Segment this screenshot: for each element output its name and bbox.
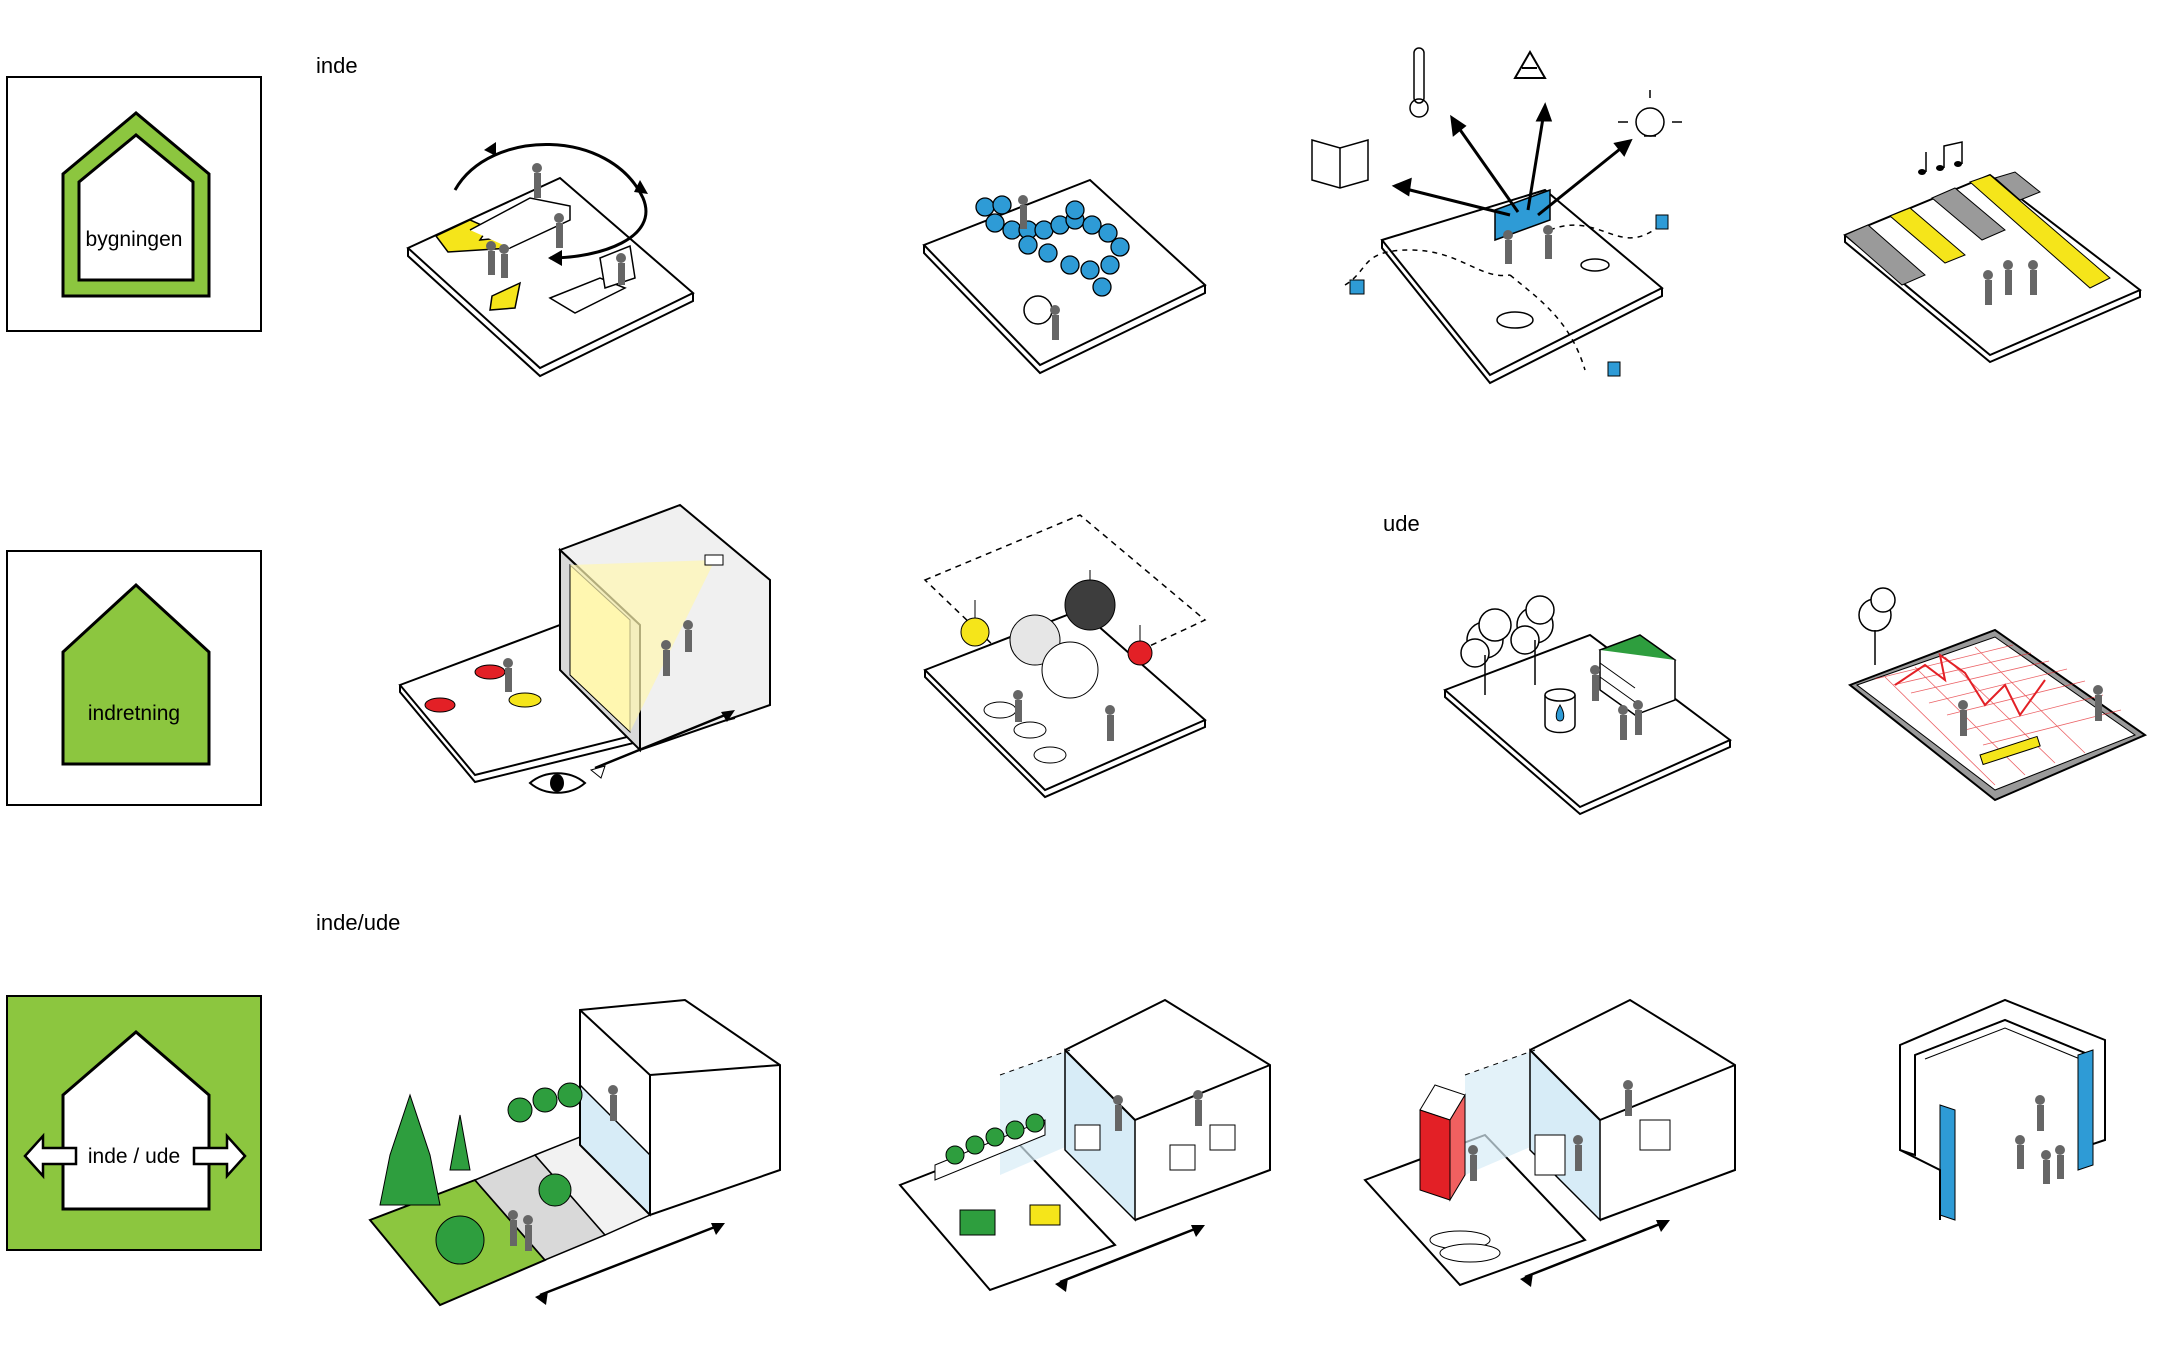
eye-icon [530,773,585,793]
tree-icon [380,1083,582,1264]
house-filled-icon [61,582,211,766]
diagram-enclosure [1895,995,2135,1230]
rotate-arrow-icon [455,144,646,258]
diagram-forest-to-room [360,995,790,1325]
person-icon [1958,685,2103,736]
section-label-inde-ude: inde/ude [316,910,401,935]
legend-inde-ude: inde / ude [6,995,262,1251]
diagram-grid-floor [1845,585,2155,815]
legend-indretning: indretning [6,550,262,806]
diagram-music-floor [1840,130,2160,370]
house-arrows-icon [23,1030,247,1211]
person-icon [1018,195,1060,340]
tree-icon [1859,588,1895,665]
music-notes-icon [1918,142,1962,175]
legend-label: bygningen [85,228,183,251]
house-outline-icon [61,111,211,298]
person-icon [1113,1090,1203,1131]
recycle-icon [1515,52,1545,78]
tree-icon [1461,596,1554,695]
person-icon [1013,690,1115,741]
person-icon [1983,260,2038,305]
person-icon [503,620,693,692]
diagram-sensor-hub [1300,40,1700,390]
legend-bygningen: bygningen [6,76,262,332]
legend-label: indretning [87,702,181,725]
diagram-bubble-network [920,175,1220,375]
person-icon [1468,1080,1633,1181]
diagram-outdoor-green-roof [1440,585,1740,815]
diagram-hut-workshop [1360,995,1750,1287]
water-drop-icon [1556,705,1564,721]
person-icon [1590,665,1643,740]
person-icon [2015,1095,2065,1184]
person-icon [1503,225,1553,264]
legend-label: inde / ude [87,1145,181,1168]
section-label-ude: ude [1383,511,1420,536]
diagram-projection-room [395,500,775,800]
person-icon [486,163,626,285]
diagram-hanging-spheres [920,505,1220,805]
diagram-garden-workshop [895,995,1285,1292]
thermometer-icon [1410,48,1428,117]
diagram-flexible-furniture [400,142,710,378]
person-icon [508,1085,618,1251]
section-label-inde: inde [316,53,358,78]
book-icon [1312,140,1368,188]
lightbulb-icon [1618,90,1682,136]
